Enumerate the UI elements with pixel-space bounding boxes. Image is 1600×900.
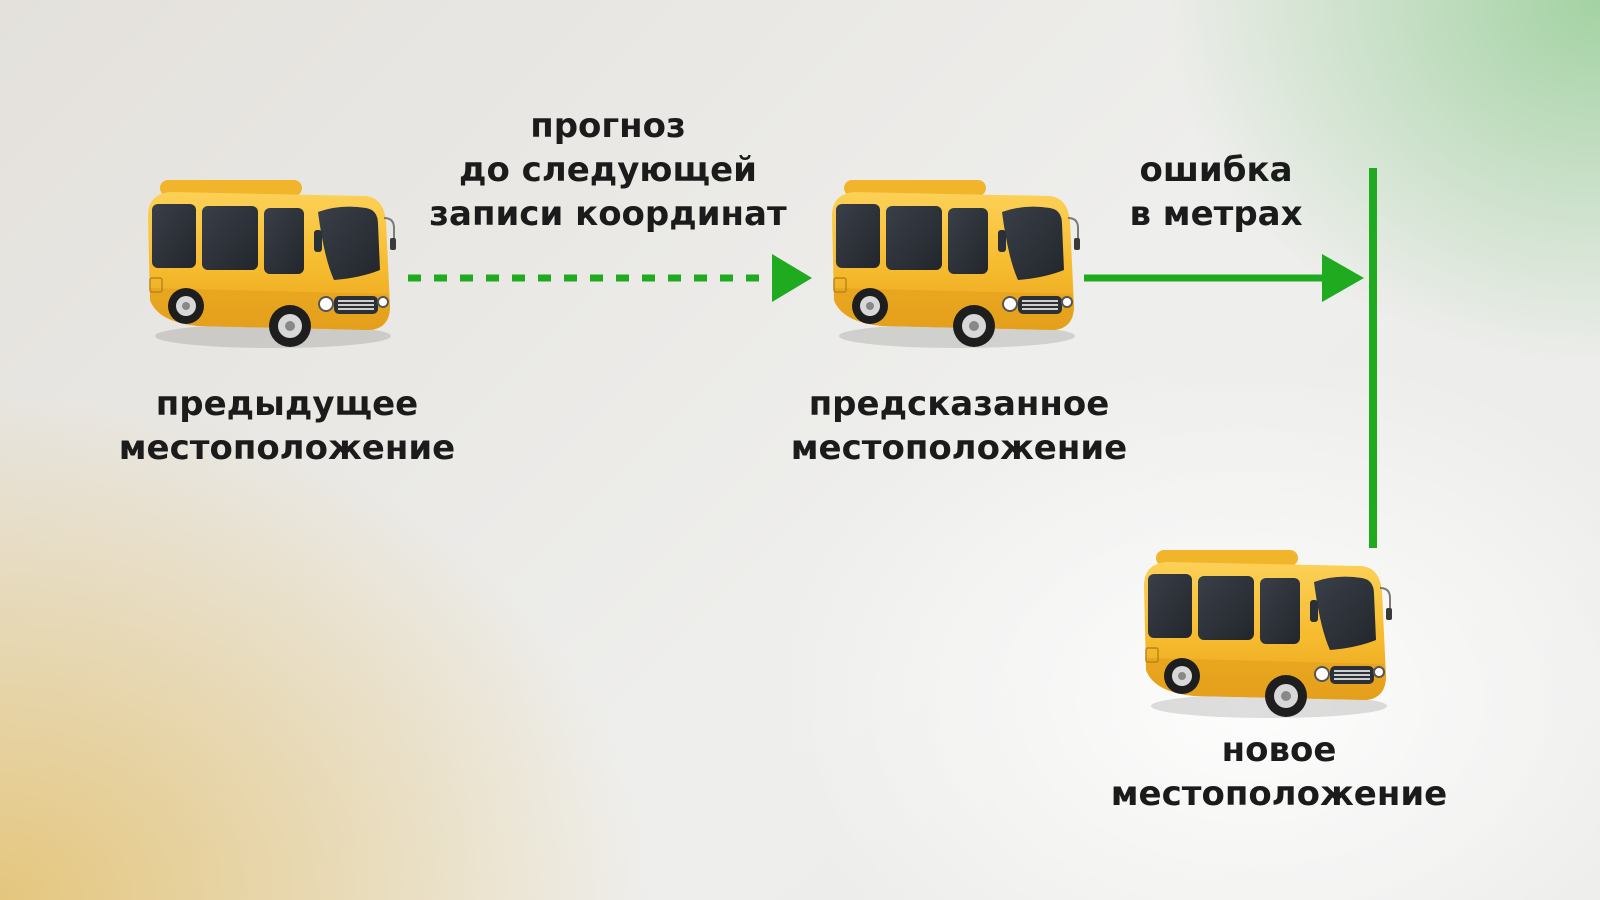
- previous-location-line-2: местоположение: [118, 428, 456, 468]
- predicted-location-line-2: местоположение: [790, 428, 1128, 468]
- previous-location-label: предыдущее местоположение: [92, 382, 482, 470]
- dashed-arrow-icon: [408, 254, 812, 302]
- bus-icon: [1134, 548, 1394, 723]
- error-label-line-2: в метрах: [1129, 194, 1303, 234]
- forecast-label-line-1: прогноз: [530, 106, 686, 146]
- previous-location-line-1: предыдущее: [155, 384, 419, 424]
- error-label-line-1: ошибка: [1139, 150, 1293, 190]
- predicted-location-label: предсказанное местоположение: [763, 382, 1155, 470]
- solid-arrow-icon: [1084, 254, 1364, 302]
- new-location-label: новое местоположение: [1080, 728, 1478, 816]
- new-location-line-1: новое: [1221, 730, 1337, 770]
- bus-icon: [138, 178, 398, 353]
- forecast-label: прогноз до следующей записи координат: [400, 104, 816, 236]
- error-label: ошибка в метрах: [1096, 148, 1336, 236]
- bus-icon: [822, 178, 1082, 353]
- forecast-label-line-3: записи координат: [429, 194, 787, 234]
- predicted-location-line-1: предсказанное: [808, 384, 1110, 424]
- forecast-label-line-2: до следующей: [459, 150, 757, 190]
- new-location-line-2: местоположение: [1110, 774, 1448, 814]
